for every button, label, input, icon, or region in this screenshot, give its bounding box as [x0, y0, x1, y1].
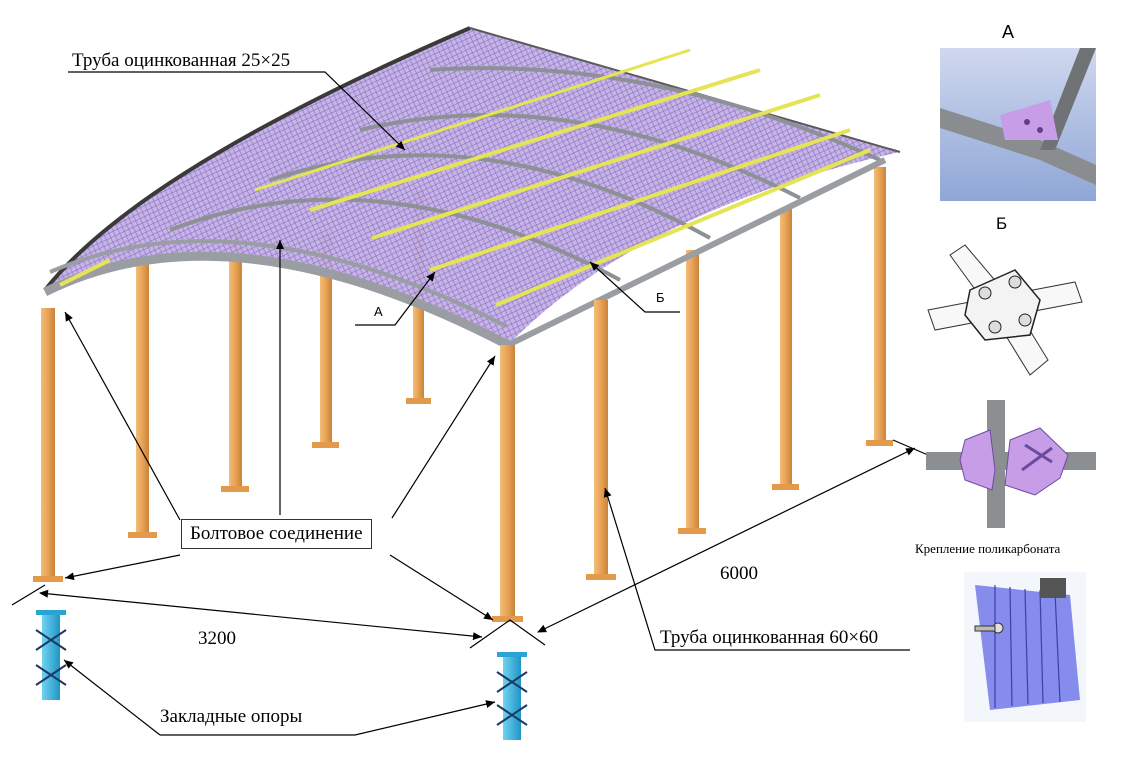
detail-a-title: А: [1002, 22, 1015, 42]
label-pipe-60: Труба оцинкованная 60×60: [660, 627, 879, 648]
callout-b: Б: [656, 290, 665, 305]
callout-a: А: [374, 304, 383, 319]
embedded-support-right: [496, 652, 528, 740]
detail-polycarbonate-image: [964, 572, 1086, 722]
embedded-support-left: [35, 610, 67, 700]
label-pipe-25: Труба оцинкованная 25×25: [72, 50, 291, 71]
roof: [42, 26, 901, 349]
detail-cross-image: [926, 400, 1096, 528]
dimension-width: 3200: [198, 628, 236, 649]
annotation-lines: [11, 71, 936, 736]
label-embedded-supports: Закладные опоры: [160, 706, 303, 727]
dimension-length: 6000: [720, 563, 758, 584]
detail-b-title: Б: [996, 214, 1008, 233]
detail-b-image: [927, 244, 1083, 376]
label-bolted-connection: Болтовое соединение: [181, 519, 372, 549]
detail-a-image: [940, 48, 1096, 201]
label-polycarbonate-fixing: Крепление поликарбоната: [915, 541, 1061, 556]
